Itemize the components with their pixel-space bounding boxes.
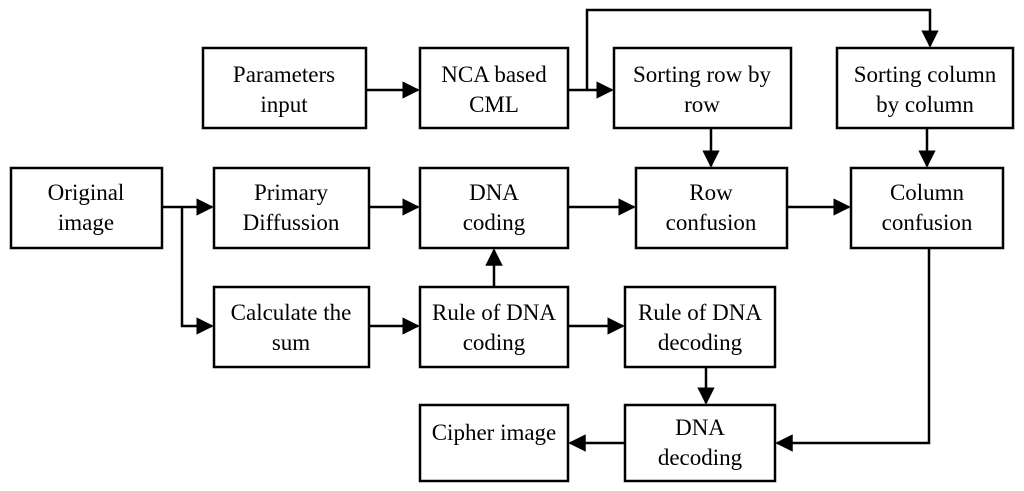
node-nca-line1: NCA based — [441, 62, 547, 87]
node-parameters-input-line1: Parameters — [233, 62, 335, 87]
node-row-confusion-line2: confusion — [666, 210, 757, 235]
node-row-confusion: Row confusion — [634, 166, 789, 250]
node-dna-decoding-line1: DNA — [675, 415, 725, 440]
node-row-confusion-line1: Row — [689, 180, 733, 205]
node-sorting-column-line2: by column — [876, 92, 974, 117]
node-sorting-row-line1: Sorting row by — [633, 62, 772, 87]
node-dna-decoding-line2: decoding — [658, 445, 743, 470]
node-primary-line2: Diffussion — [243, 210, 340, 235]
node-rule-decoding-line2: decoding — [658, 330, 743, 355]
node-rule-coding-line2: coding — [463, 330, 526, 355]
node-sorting-column: Sorting column by column — [835, 46, 1015, 130]
node-column-confusion-line2: confusion — [882, 210, 973, 235]
node-primary-diffusion: Primary Diffussion — [212, 166, 371, 250]
node-calculate-sum: Calculate the sum — [212, 285, 371, 369]
node-cipher-image: Cipher image — [418, 403, 570, 483]
node-original-line2: image — [58, 210, 114, 235]
node-parameters-input: Parameters input — [201, 46, 368, 130]
node-cipher-image-label: Cipher image — [432, 420, 557, 445]
node-original-image: Original image — [9, 166, 164, 250]
node-rule-coding-line1: Rule of DNA — [432, 300, 556, 325]
node-dna-coding-line2: coding — [463, 210, 526, 235]
node-nca-based-cml: NCA based CML — [418, 46, 570, 130]
arrow-nca-to-sorting-column — [585, 8, 939, 90]
node-dna-coding: DNA coding — [418, 166, 570, 250]
node-primary-line1: Primary — [254, 180, 329, 205]
node-sorting-row-line2: row — [684, 92, 720, 117]
node-calculate-sum-line2: sum — [272, 330, 310, 355]
node-column-confusion: Column confusion — [849, 166, 1005, 250]
node-dna-decoding: DNA decoding — [623, 403, 777, 483]
node-original-line1: Original — [48, 180, 125, 205]
node-rule-decoding-line1: Rule of DNA — [638, 300, 762, 325]
node-rule-dna-coding: Rule of DNA coding — [418, 285, 570, 369]
node-column-confusion-line1: Column — [890, 180, 965, 205]
arrow-column-confusion-to-dna-decoding — [775, 248, 931, 452]
node-parameters-input-line2: input — [260, 92, 308, 117]
arrow-original-to-calculate-sum — [180, 207, 214, 335]
node-dna-coding-line1: DNA — [469, 180, 519, 205]
node-sorting-row: Sorting row by row — [612, 46, 793, 130]
node-sorting-column-line1: Sorting column — [854, 62, 997, 87]
node-rule-dna-decoding: Rule of DNA decoding — [623, 285, 777, 369]
node-calculate-sum-line1: Calculate the — [231, 300, 352, 325]
node-nca-line2: CML — [469, 92, 519, 117]
